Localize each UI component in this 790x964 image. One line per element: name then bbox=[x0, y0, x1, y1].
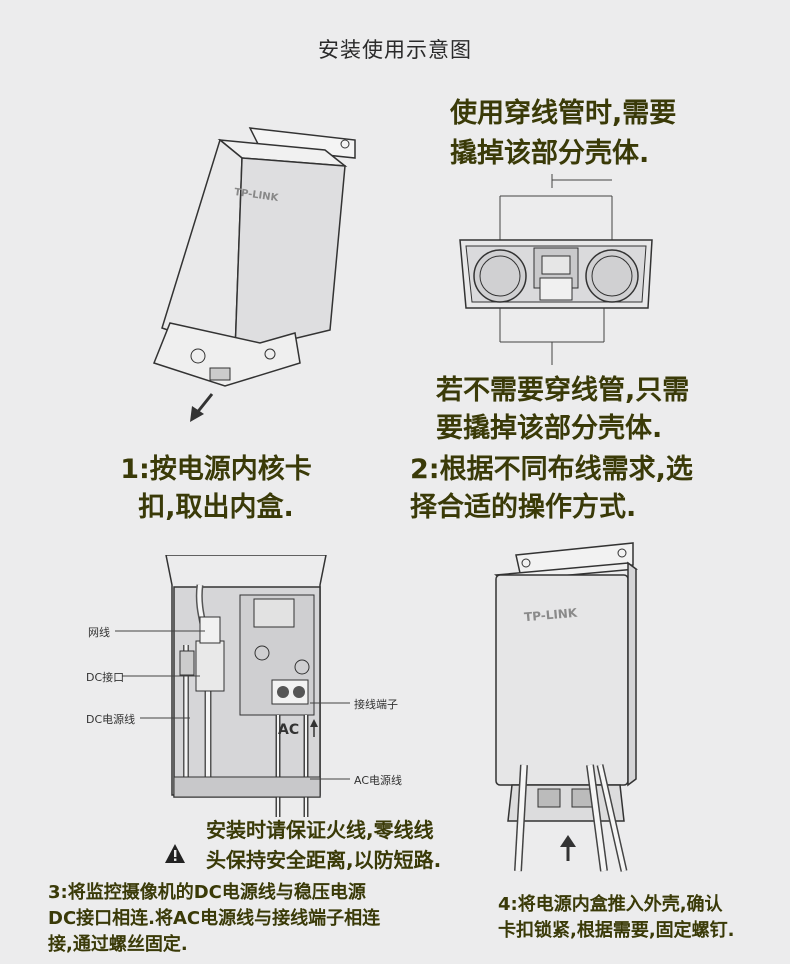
conduit-tip: 使用穿线管时,需要 撬掉该部分壳体. bbox=[450, 94, 750, 174]
ac-power-cable-label: AC电源线 bbox=[354, 774, 403, 787]
page-title: 安装使用示意图 bbox=[318, 38, 472, 62]
conduit-tip-line1: 使用穿线管时,需要 bbox=[450, 98, 677, 129]
step-1-line2: 扣,取出内盒. bbox=[138, 492, 294, 523]
step-4: 4:将电源内盒推入外壳,确认 卡扣锁紧,根据需要,固定螺钉. bbox=[498, 892, 788, 944]
dc-power-cable-label: DC电源线 bbox=[86, 713, 136, 726]
step-1-line1: 1:按电源内核卡 bbox=[120, 454, 312, 485]
arrow-down-left-icon bbox=[190, 393, 214, 422]
figure-closed-enclosure bbox=[493, 542, 639, 872]
arrow-up-small-icon bbox=[310, 719, 318, 737]
step-2-line1: 2:根据不同布线需求,选 bbox=[410, 454, 693, 485]
figure-knockout-bottom-view bbox=[459, 174, 653, 365]
step-3-line3: 接,通过螺丝固定. bbox=[48, 934, 188, 955]
step-1: 1:按电源内核卡 扣,取出内盒. bbox=[96, 451, 336, 527]
step-4-line2: 卡扣锁紧,根据需要,固定螺钉. bbox=[498, 920, 735, 941]
step-3: 3:将监控摄像机的DC电源线与稳压电源 DC接口相连.将AC电源线与接线端子相连… bbox=[48, 880, 448, 958]
no-conduit-tip: 若不需要穿线管,只需 要撬掉该部分壳体. bbox=[436, 372, 756, 448]
warning-icon bbox=[165, 844, 185, 863]
terminal-block-label: 接线端子 bbox=[354, 698, 398, 711]
no-conduit-tip-line1: 若不需要穿线管,只需 bbox=[436, 375, 690, 406]
ac-mark-label: AC bbox=[278, 722, 300, 738]
figure-wiring-inner-box bbox=[165, 555, 327, 817]
arrow-up-icon bbox=[560, 835, 576, 861]
dc-port-label: DC接口 bbox=[86, 671, 125, 684]
step-4-line1: 4:将电源内盒推入外壳,确认 bbox=[498, 894, 723, 915]
safety-warning-line1: 安装时请保证火线,零线线 bbox=[206, 818, 434, 842]
network-cable-label: 网线 bbox=[88, 626, 110, 639]
step-3-line2: DC接口相连.将AC电源线与接线端子相连 bbox=[48, 908, 381, 929]
step-2-line2: 择合适的操作方式. bbox=[410, 492, 637, 523]
step-3-line1: 3:将监控摄像机的DC电源线与稳压电源 bbox=[48, 882, 366, 903]
safety-warning-line2: 头保持安全距离,以防短路. bbox=[206, 848, 442, 872]
figure-remove-inner-box bbox=[153, 127, 356, 422]
no-conduit-tip-line2: 要撬掉该部分壳体. bbox=[436, 413, 663, 444]
step-2: 2:根据不同布线需求,选 择合适的操作方式. bbox=[410, 451, 730, 527]
conduit-tip-line2: 撬掉该部分壳体. bbox=[450, 138, 650, 169]
safety-warning: 安装时请保证火线,零线线 头保持安全距离,以防短路. bbox=[206, 815, 506, 875]
